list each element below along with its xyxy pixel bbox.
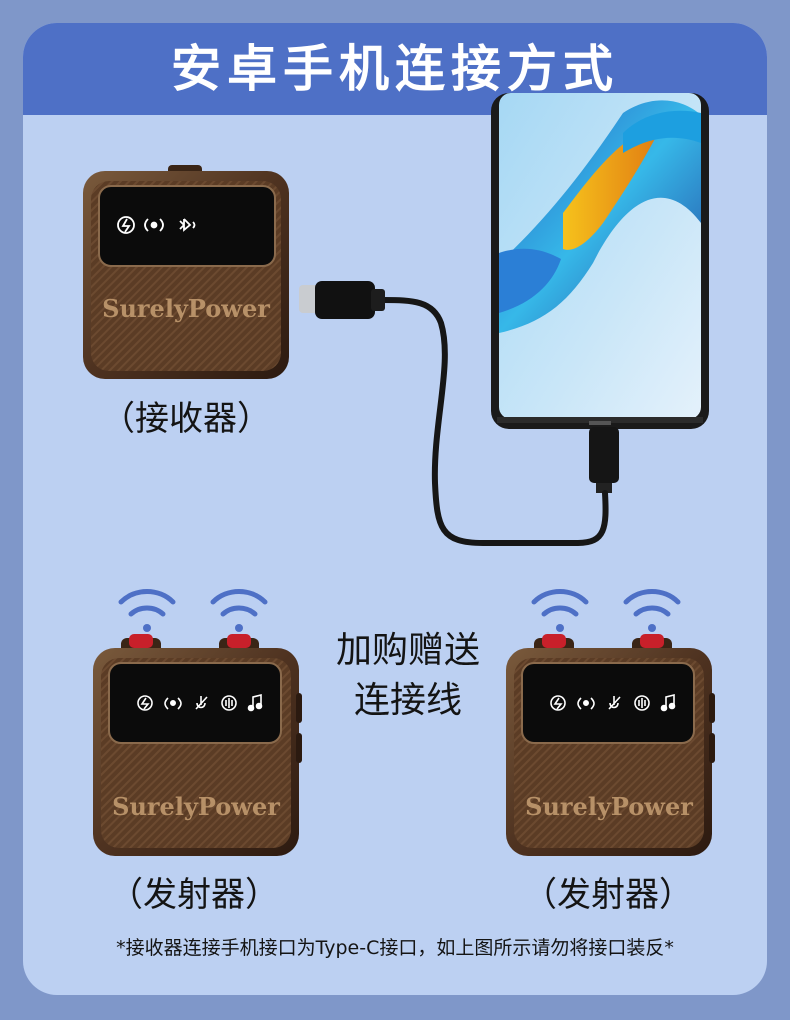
music-icon [665, 693, 675, 708]
signal-icon [583, 700, 590, 707]
wifi-icon [531, 589, 589, 632]
transmitter-left: SurelyPower [93, 589, 302, 856]
transmitter-right: SurelyPower [506, 589, 715, 856]
page-title: 安卓手机连接方式 [171, 40, 619, 98]
bluetooth-icon [179, 218, 192, 232]
wifi-icon [210, 589, 268, 632]
transmitter-screen-icons [550, 693, 676, 712]
music-icon [252, 693, 262, 708]
transmitter-left-label: （发射器） [109, 875, 279, 915]
receiver-screen-icons [117, 216, 196, 234]
charge-icon [550, 695, 566, 711]
wifi-icon [118, 589, 176, 632]
receiver-plug [299, 281, 385, 319]
transmitter-brand: SurelyPower [112, 792, 280, 821]
transmitter-right-label: （发射器） [523, 875, 693, 915]
gift-line-1: 加购赠送 [335, 630, 480, 671]
noise-icon [221, 695, 237, 711]
mic-mute-icon [195, 696, 208, 710]
signal-icon [150, 221, 158, 229]
gift-note: 加购赠送 连接线 [308, 626, 508, 726]
receiver-device: SurelyPower [83, 165, 289, 379]
noise-icon [634, 695, 650, 711]
charge-icon [137, 695, 153, 711]
mic-mute-icon [608, 696, 621, 710]
title-banner: 安卓手机连接方式 [23, 23, 767, 115]
usb-cable [380, 297, 609, 546]
signal-icon [170, 700, 177, 707]
phone [491, 93, 709, 493]
receiver-brand: SurelyPower [102, 294, 270, 323]
charge-icon [117, 216, 135, 234]
receiver-label: （接收器） [101, 399, 271, 439]
transmitter-screen-icons [137, 693, 263, 712]
gift-line-2: 连接线 [353, 680, 462, 721]
content-card: 安卓手机连接方式 [23, 23, 767, 995]
wifi-icon [623, 589, 681, 632]
illustration: SurelyPower [83, 93, 715, 856]
footnote: *接收器连接手机接口为Type-C接口，如上图所示请勿将接口装反* [116, 937, 674, 959]
transmitter-brand: SurelyPower [525, 792, 693, 821]
